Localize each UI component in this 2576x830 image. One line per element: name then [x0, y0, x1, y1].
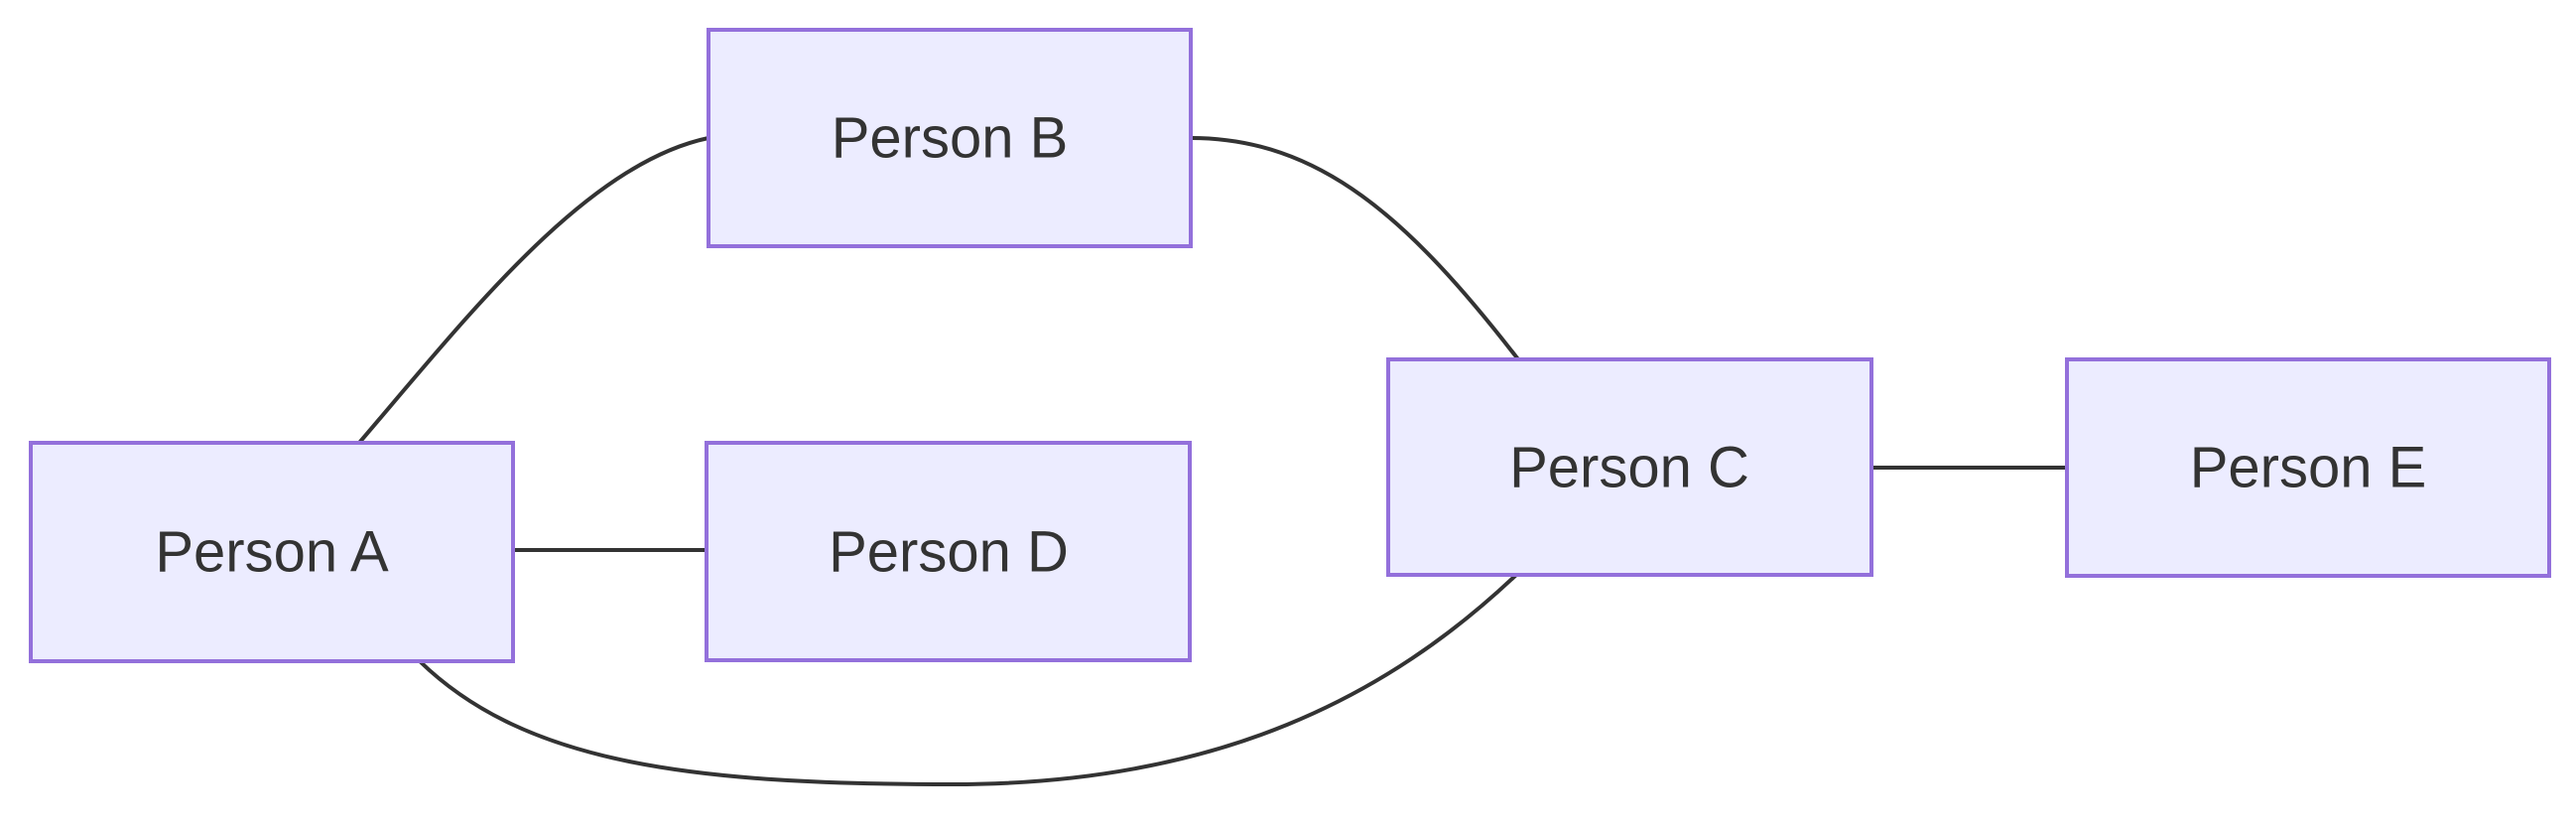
node-person-d-box: [705, 441, 1192, 662]
node-person-a-label: Person A: [155, 520, 389, 585]
edge-person-b-person-c: [1190, 136, 1520, 361]
edge-person-a-person-b: [357, 136, 709, 445]
node-person-e-label: Person E: [2190, 436, 2427, 500]
node-person-a-box: [29, 441, 515, 663]
edge-layer: [357, 136, 2067, 787]
node-person-b-label: Person B: [832, 106, 1069, 171]
node-person-c-label: Person C: [1509, 436, 1749, 500]
edge-person-a-person-c: [418, 573, 1518, 787]
node-person-b-box: [707, 28, 1193, 248]
node-person-e: Person E: [2065, 357, 2551, 578]
node-person-e-box: [2065, 357, 2551, 578]
node-person-c: Person C: [1386, 357, 1873, 577]
node-person-b: Person B: [707, 28, 1193, 248]
node-person-d-label: Person D: [829, 520, 1069, 585]
node-person-a: Person A: [29, 441, 515, 663]
node-person-d: Person D: [705, 441, 1192, 662]
node-layer: Person A Person B Person C Person D Pers…: [29, 28, 2551, 663]
node-person-c-box: [1386, 357, 1873, 577]
